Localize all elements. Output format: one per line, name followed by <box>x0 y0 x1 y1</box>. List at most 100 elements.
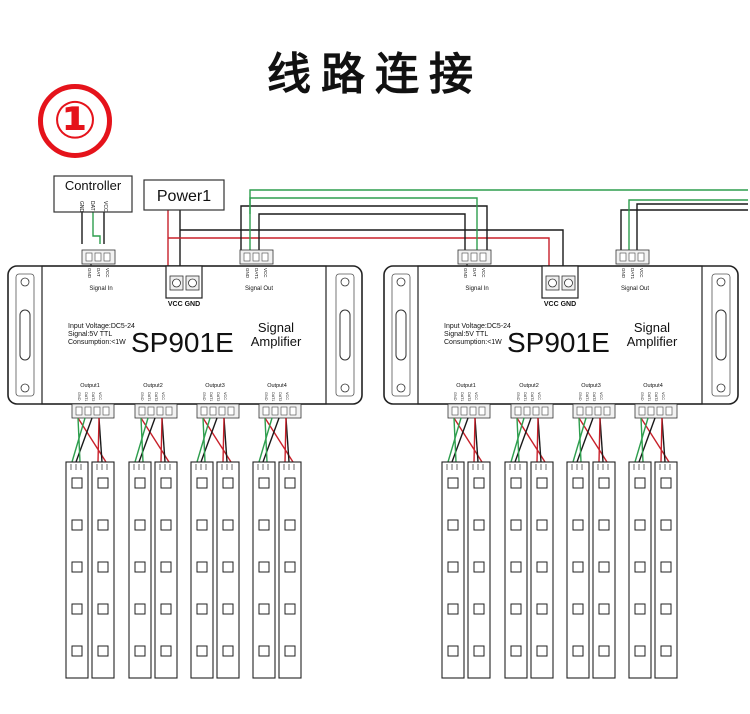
screw-head <box>172 278 181 288</box>
output-terminal-1-slot <box>478 406 486 416</box>
output-pin-label: GND <box>640 392 644 401</box>
output-label-2: Output2 <box>519 383 539 389</box>
led-chip <box>536 561 548 573</box>
led-chip <box>71 561 83 573</box>
led-chip <box>598 561 610 573</box>
led-chip <box>634 477 646 489</box>
output-pin-label: DAT2 <box>91 392 95 401</box>
output-terminal-1-slot <box>451 406 459 416</box>
output-pin-label: DAT1 <box>647 392 651 401</box>
output-pin-label: GND <box>453 392 457 401</box>
led-chip <box>660 561 672 573</box>
controller-pin-gnd: GND <box>78 201 84 213</box>
strip-wire <box>453 417 457 463</box>
controller-pin-dat: DAT <box>89 201 95 211</box>
mount-slot <box>715 309 727 361</box>
led-chip <box>160 477 172 489</box>
led-chip <box>284 645 296 657</box>
strip-wire <box>77 417 81 463</box>
led-chip <box>473 477 485 489</box>
strip-wire <box>640 417 644 463</box>
led-chip <box>196 603 208 615</box>
strip-wire <box>140 417 144 463</box>
led-chip <box>258 645 270 657</box>
output-terminal-1-slot <box>75 406 83 416</box>
led-chip <box>598 603 610 615</box>
led-chip <box>134 603 146 615</box>
output-pin-label: DAT2 <box>278 392 282 401</box>
signal-out-terminal-slot <box>252 252 260 262</box>
wire-power-rail-vcc <box>168 237 550 266</box>
output-pin-label: GND <box>264 392 268 401</box>
signal-out-label: Signal Out <box>621 286 649 292</box>
led-chip <box>447 519 459 531</box>
led-chip <box>97 519 109 531</box>
led-chip <box>473 645 485 657</box>
led-chip <box>97 561 109 573</box>
led-chip <box>660 603 672 615</box>
signal-out-terminal-slot <box>243 252 251 262</box>
power-box <box>143 179 225 211</box>
led-chip <box>134 561 146 573</box>
output-terminal-3-slot <box>209 406 217 416</box>
output-terminal-3-slot <box>227 406 235 416</box>
strip-wire <box>160 417 163 463</box>
led-chip <box>160 519 172 531</box>
screw-head <box>188 278 197 288</box>
output-terminal-1-slot <box>93 406 101 416</box>
led-chip <box>572 561 584 573</box>
led-chip <box>634 561 646 573</box>
spec-signal: Signal:5V TTL <box>444 331 488 338</box>
led-chip <box>536 477 548 489</box>
wires-layer <box>81 189 748 266</box>
output-pin-label: DAT2 <box>154 392 158 401</box>
signal-in-pin-label: DAT <box>472 268 477 277</box>
output-pin-label: VCC <box>98 392 102 400</box>
wire-link-2 <box>249 197 478 250</box>
output-terminal-3-slot <box>218 406 226 416</box>
output-label-1: Output1 <box>456 383 476 389</box>
led-chip <box>196 561 208 573</box>
led-chip <box>634 603 646 615</box>
controller-pin-vcc: VCC <box>102 201 108 212</box>
output-terminal-2-slot <box>147 406 155 416</box>
led-chip <box>572 519 584 531</box>
signal-out-terminal-slot <box>261 252 269 262</box>
led-chip <box>71 603 83 615</box>
output-pin-label: DAT1 <box>147 392 151 401</box>
strip-wire <box>222 417 225 463</box>
strip-wire <box>516 417 520 463</box>
signal-in-label: Signal In <box>465 286 488 292</box>
power-terminal-label: VCC GND <box>544 301 576 308</box>
output-pin-label: VCC <box>537 392 541 400</box>
output-pin-label: DAT1 <box>84 392 88 401</box>
output-terminal-4-slot <box>271 406 279 416</box>
spec-consumption: Consumption:<1W <box>444 339 502 346</box>
led-chip <box>222 561 234 573</box>
signal-in-terminal-slot <box>85 252 93 262</box>
led-chip <box>196 645 208 657</box>
output-label-3: Output3 <box>581 383 601 389</box>
output-pin-label: VCC <box>661 392 665 400</box>
led-chip <box>160 561 172 573</box>
led-chip <box>284 561 296 573</box>
led-chip <box>536 519 548 531</box>
output-pin-label: DAT1 <box>209 392 213 401</box>
led-chip <box>284 603 296 615</box>
signal-in-pin-label: VCC <box>481 268 486 278</box>
output-terminal-2-slot <box>156 406 164 416</box>
output-label-3: Output3 <box>205 383 225 389</box>
output-terminal-4-slot <box>665 406 673 416</box>
mount-slot <box>395 309 407 361</box>
output-terminal-1-slot <box>460 406 468 416</box>
strip-wire <box>97 417 100 463</box>
wire-power-rail-gnd <box>180 229 564 266</box>
mount-hole <box>716 383 726 393</box>
spec-voltage: Input Voltage:DC5-24 <box>68 323 135 330</box>
output-terminal-1-slot <box>469 406 477 416</box>
strip-wire <box>138 417 156 463</box>
signal-in-pin-label: GND <box>87 268 92 279</box>
led-chip <box>71 519 83 531</box>
led-chip <box>447 603 459 615</box>
